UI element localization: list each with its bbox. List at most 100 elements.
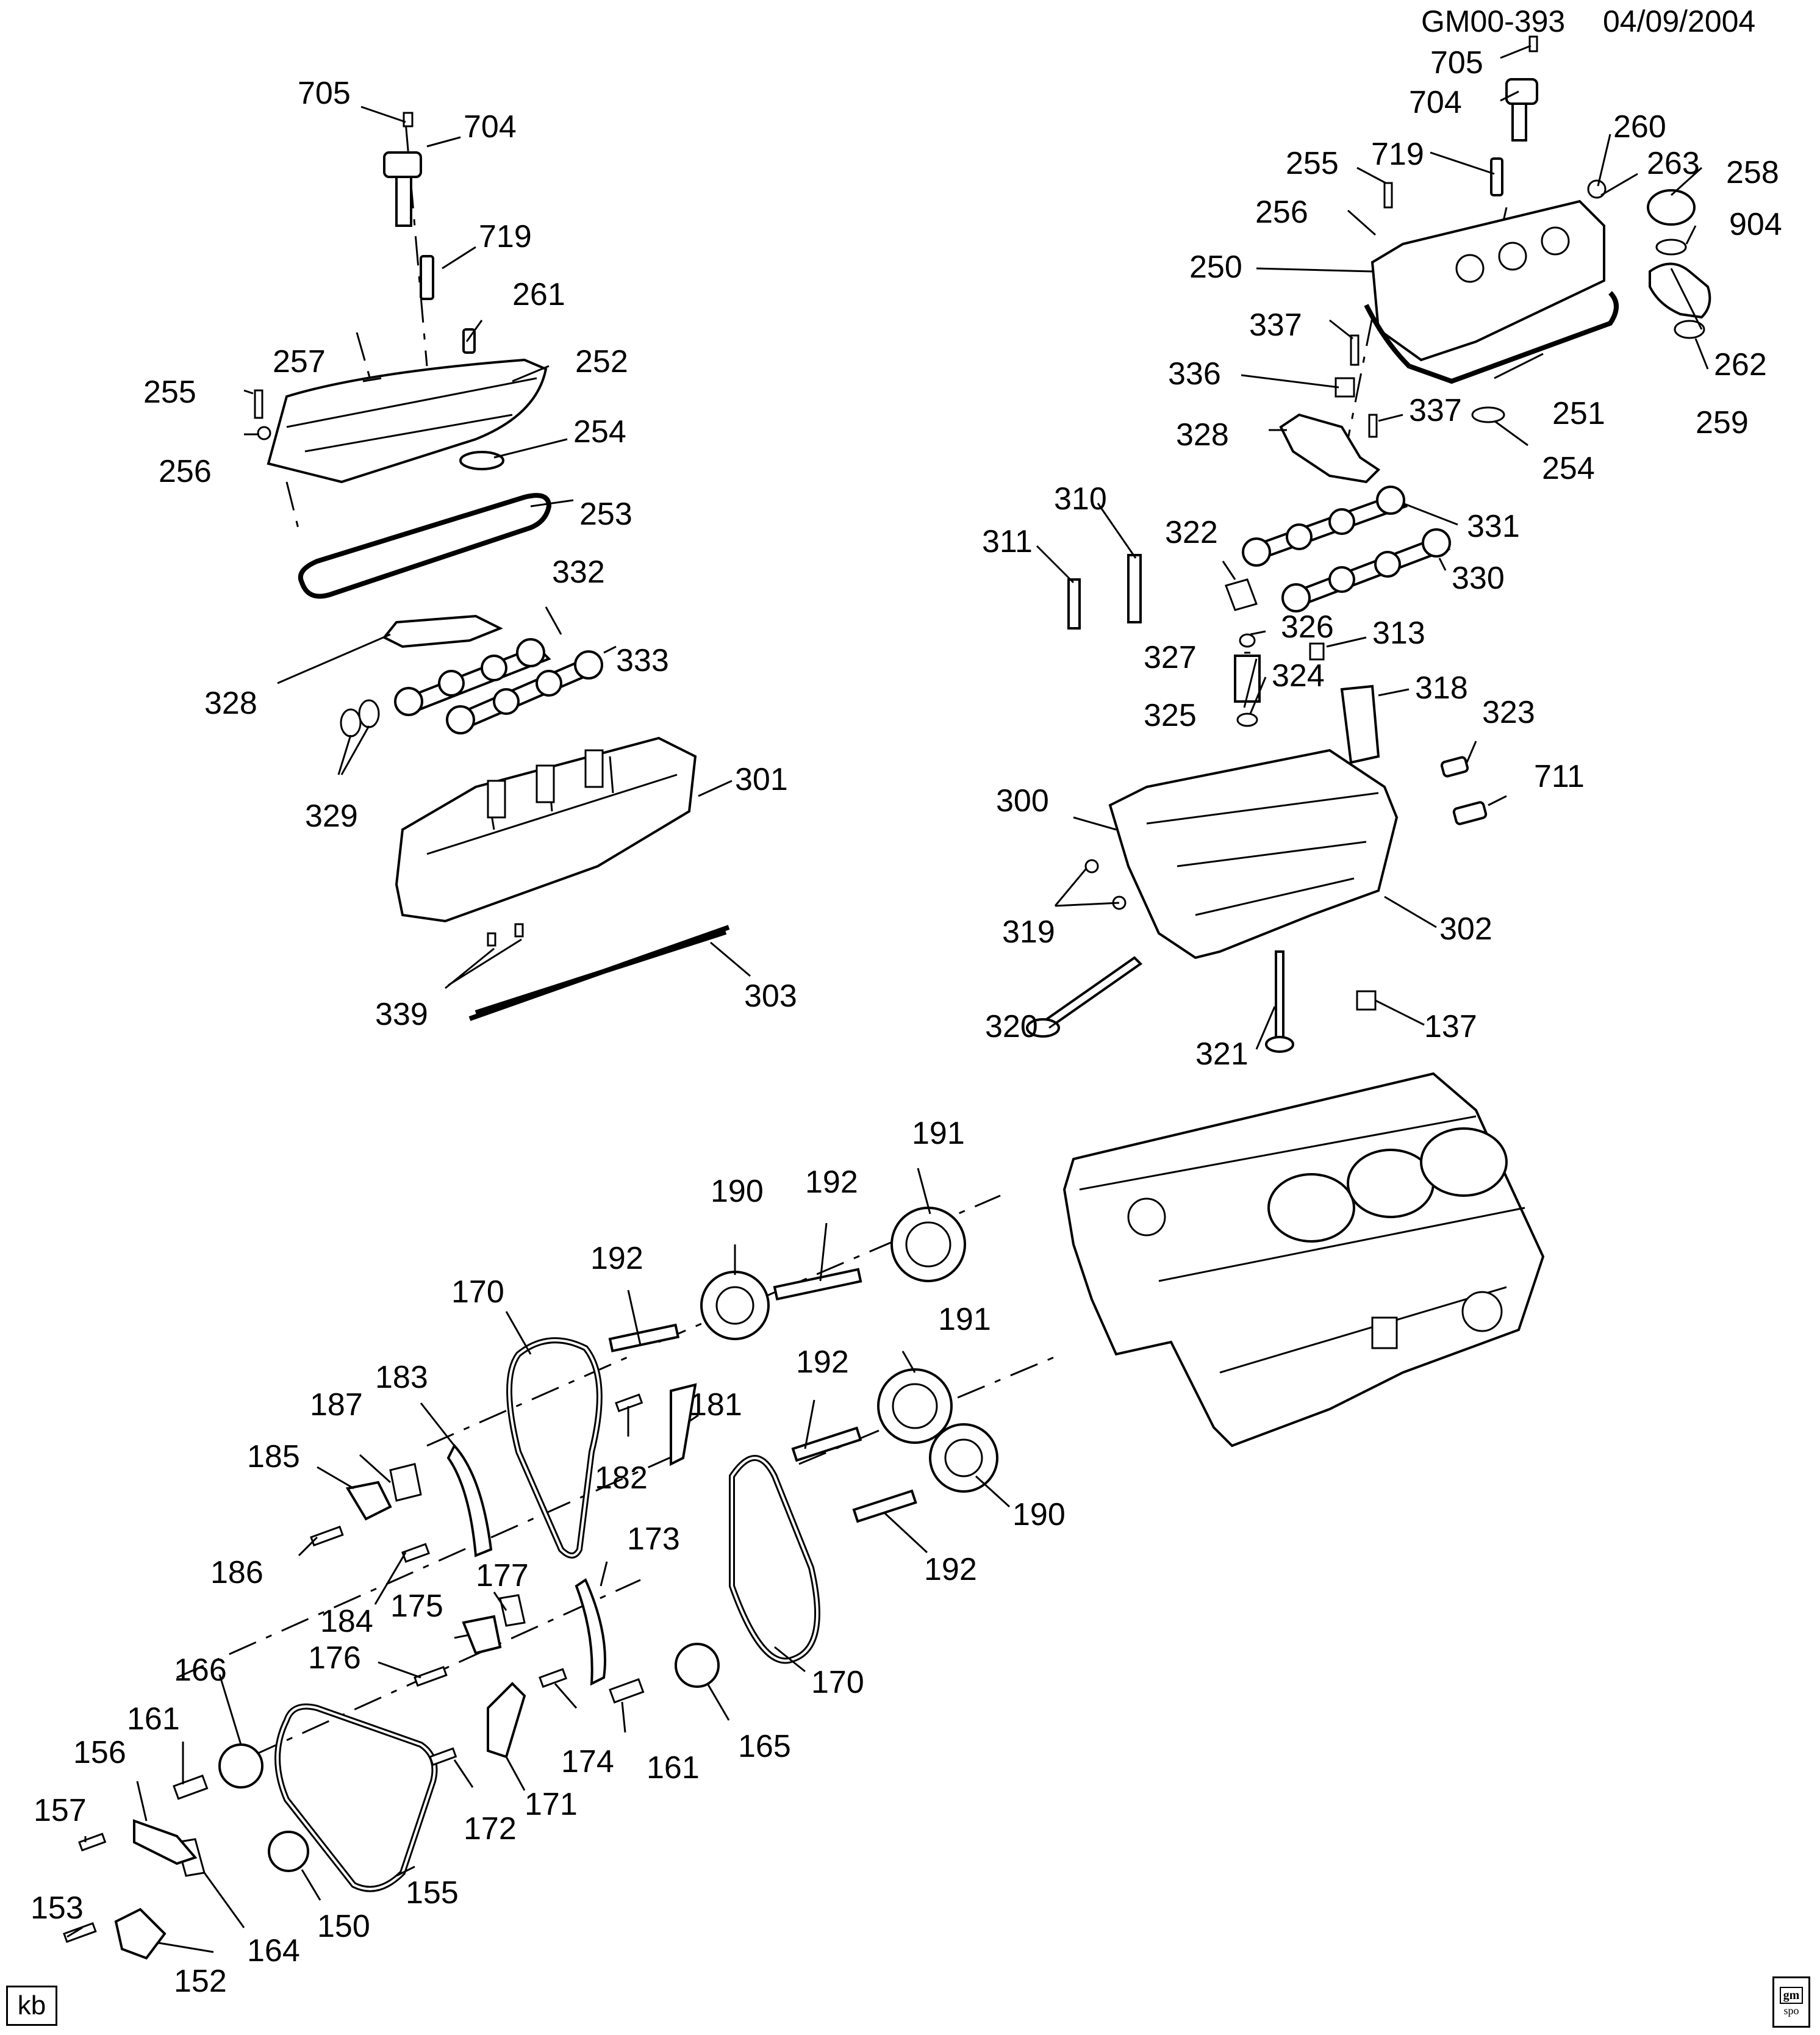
callout-156: 156 — [73, 1735, 126, 1770]
bolt-184 — [401, 1543, 430, 1563]
callout-332: 332 — [552, 555, 605, 590]
callout-186: 186 — [210, 1555, 263, 1590]
callout-323: 323 — [1482, 695, 1535, 730]
dowel-339-b — [514, 923, 524, 938]
bolt-153 — [63, 1922, 97, 1943]
callout-161-right: 161 — [647, 1750, 700, 1786]
cylinder-head-right — [1108, 748, 1399, 960]
chain-tensioner-152 — [114, 1908, 167, 1960]
callout-175: 175 — [390, 1588, 443, 1624]
exhaust-valve — [1275, 950, 1284, 1044]
callout-302: 302 — [1439, 911, 1492, 947]
sprocket-166 — [218, 1743, 263, 1789]
callout-191-lower: 191 — [938, 1302, 991, 1337]
callout-704-right: 704 — [1409, 85, 1462, 120]
bolt-192-b — [608, 1323, 680, 1352]
bolt-192-d — [852, 1489, 917, 1523]
callout-255-right: 255 — [1286, 146, 1339, 181]
spark-plug-right — [1490, 157, 1503, 196]
bolt-192-a — [773, 1268, 862, 1301]
callout-260: 260 — [1613, 109, 1666, 145]
callout-177: 177 — [476, 1558, 529, 1593]
callout-711: 711 — [1534, 759, 1585, 794]
head-gasket-left — [468, 925, 730, 1021]
callout-324: 324 — [1272, 658, 1325, 694]
ignition-coil-right — [1505, 78, 1538, 105]
callout-261: 261 — [512, 277, 565, 312]
callout-187: 187 — [310, 1387, 363, 1423]
sensor-711 — [1452, 801, 1488, 825]
callout-705-right: 705 — [1430, 45, 1483, 81]
callout-311: 311 — [982, 524, 1033, 559]
callout-152: 152 — [174, 1964, 227, 1999]
head-bolt-310 — [1127, 554, 1142, 623]
callout-170-lower: 170 — [811, 1665, 864, 1700]
bolt-174 — [539, 1668, 567, 1688]
callout-719-left: 719 — [479, 219, 532, 254]
callout-192-b: 192 — [590, 1241, 643, 1276]
callout-137: 137 — [1424, 1009, 1477, 1044]
callout-321: 321 — [1195, 1036, 1249, 1072]
camshafts-left — [394, 638, 603, 734]
callout-325: 325 — [1144, 698, 1197, 733]
chain-guide-173 — [575, 1578, 606, 1686]
callout-904: 904 — [1729, 207, 1782, 242]
callout-329: 329 — [305, 799, 358, 834]
valve-cover-gasket-right — [1364, 291, 1619, 384]
callout-192-c: 192 — [796, 1344, 849, 1380]
callout-705-left: 705 — [298, 76, 351, 111]
bolt-192-c — [791, 1426, 862, 1462]
callout-164: 164 — [247, 1933, 300, 1969]
bolt-176 — [414, 1665, 448, 1687]
oil-fill-tube — [1649, 262, 1711, 319]
callout-182: 182 — [595, 1460, 648, 1496]
chain-guide-181 — [670, 1383, 697, 1466]
sprocket-150 — [268, 1831, 309, 1872]
chain-tensioner-175 — [462, 1615, 502, 1655]
diagram-date: 04/09/2004 — [1603, 4, 1755, 38]
callout-333: 333 — [616, 643, 669, 678]
callout-153: 153 — [30, 1890, 84, 1926]
callout-250: 250 — [1189, 249, 1242, 285]
callout-253: 253 — [579, 497, 632, 532]
callout-183: 183 — [375, 1360, 428, 1395]
diagram-id: GM00-393 — [1421, 4, 1565, 38]
chain-tensioner-185 — [345, 1480, 392, 1521]
head-bolt-311 — [1067, 578, 1081, 630]
callout-251: 251 — [1552, 396, 1605, 431]
left-head-group — [254, 112, 730, 1021]
valve-lifter — [1340, 684, 1380, 764]
bolt-161-a — [173, 1774, 209, 1800]
callout-191-upper: 191 — [912, 1116, 965, 1151]
callout-300: 300 — [996, 783, 1049, 819]
gm-spo-logo: gm spo — [1772, 1976, 1810, 2028]
spark-plug-left — [420, 255, 434, 300]
valve-cover-gasket-left — [298, 493, 552, 599]
cylinder-head-left — [395, 736, 697, 923]
callout-303: 303 — [744, 978, 797, 1014]
oil-fill-oring-259 — [1674, 320, 1705, 339]
chain-guide-171 — [487, 1682, 526, 1759]
callout-252: 252 — [575, 344, 628, 379]
callout-336: 336 — [1168, 356, 1221, 392]
callout-171: 171 — [525, 1787, 578, 1822]
right-head-group — [1026, 35, 1711, 1053]
o-ring-329-a — [340, 708, 362, 738]
callout-254-left: 254 — [573, 414, 626, 450]
callout-319: 319 — [1002, 914, 1055, 950]
callout-328-left: 328 — [204, 686, 257, 721]
callout-719-right: 719 — [1371, 137, 1424, 172]
oil-fill-seal-904 — [1655, 239, 1687, 256]
callout-172: 172 — [464, 1811, 517, 1847]
callout-310: 310 — [1054, 481, 1107, 517]
callout-173: 173 — [627, 1521, 680, 1557]
callout-322: 322 — [1165, 515, 1218, 550]
callout-192-a: 192 — [805, 1165, 858, 1200]
timing-chain-170-upper — [506, 1337, 603, 1559]
bolt-172 — [429, 1747, 457, 1767]
callout-337-lower: 337 — [1409, 393, 1462, 428]
cam-bearing-cap-right — [1279, 413, 1381, 484]
logo-spo-text: spo — [1783, 2004, 1799, 2017]
callout-190-lower: 190 — [1012, 1497, 1066, 1532]
